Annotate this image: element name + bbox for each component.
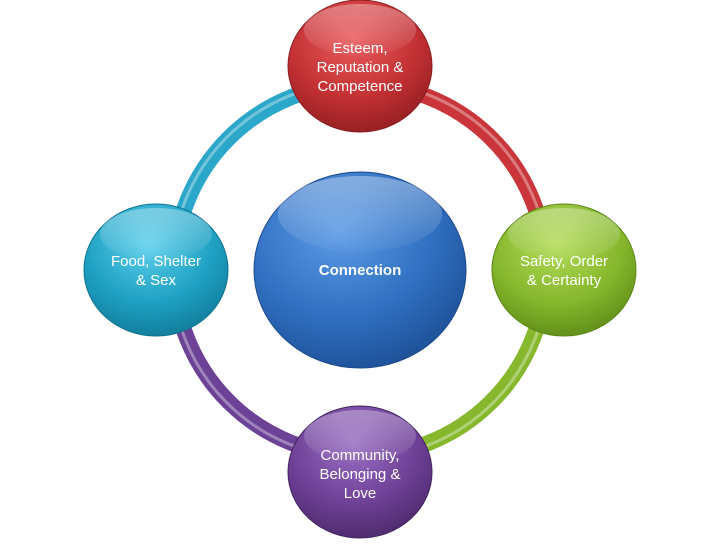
node-bottom: [287, 405, 433, 539]
node-top: [287, 0, 433, 133]
node-right: [491, 203, 637, 337]
node-left: [83, 203, 229, 337]
center-node: [253, 171, 467, 369]
